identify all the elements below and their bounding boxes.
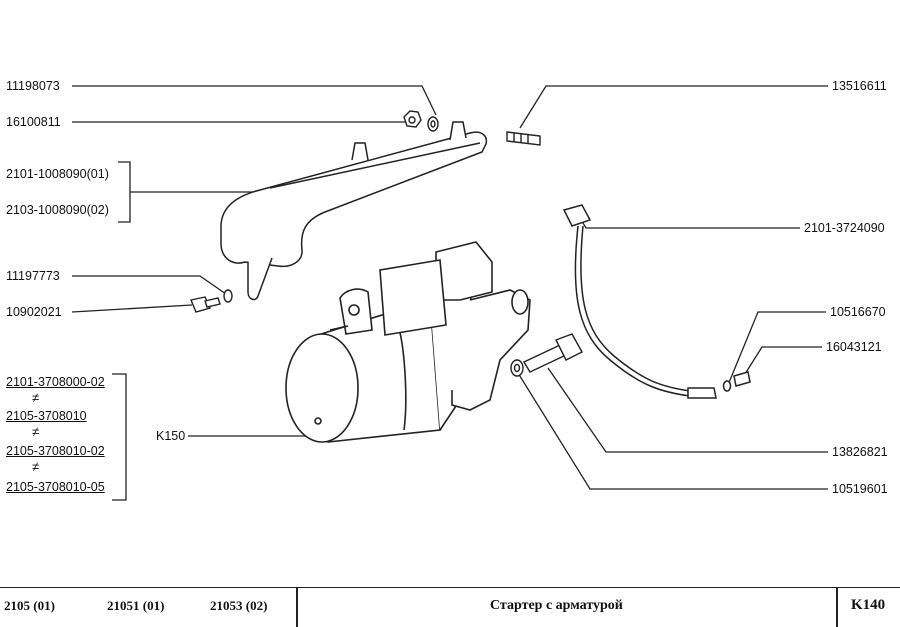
- footer-model-3: 21053 (02): [210, 598, 268, 613]
- label-10516670: 10516670: [830, 305, 886, 319]
- label-16100811: 16100811: [6, 115, 61, 129]
- footer-code: K140: [851, 597, 886, 613]
- leader-13516611: [519, 85, 828, 129]
- label-16043121: 16043121: [826, 340, 882, 354]
- page-footer: 2105 (01) 21051 (01) 21053 (02) Стартер …: [0, 587, 900, 627]
- leader-11197773: [72, 275, 227, 295]
- label-11198073: 11198073: [6, 79, 60, 93]
- ground-cable: [562, 204, 751, 399]
- leader-10902021: [71, 304, 193, 313]
- leader-16043121: [744, 346, 822, 375]
- leader-10519601: [517, 372, 828, 490]
- stud: [506, 131, 541, 146]
- label-11197773: 11197773: [6, 269, 60, 283]
- label-starter-variant-2: 2105-3708010: [6, 409, 87, 423]
- label-k150: K150: [156, 429, 186, 443]
- bracket-starter: [112, 373, 127, 501]
- footer-model-1: 2105 (01): [4, 598, 55, 613]
- leader-11198073: [72, 85, 437, 116]
- footer-divider: [836, 588, 838, 627]
- mounting-bolt: [510, 333, 583, 377]
- not-interchangeable-sign: ≠: [32, 459, 40, 474]
- label-starter-variant-1: 2101-3708000-02: [6, 375, 105, 389]
- label-2101-3724090: 2101-3724090: [804, 221, 885, 235]
- starter-assembly-diagram: [71, 85, 828, 501]
- leader-2101-3724090: [579, 217, 800, 229]
- footer-divider: [296, 588, 298, 627]
- leader-13826821: [547, 367, 828, 453]
- bracket-housing: [118, 161, 131, 223]
- heat-shield: [220, 121, 488, 301]
- bolt-and-washer: [190, 289, 233, 313]
- label-10902021: 10902021: [6, 305, 62, 319]
- label-13516611: 13516611: [832, 79, 887, 93]
- not-interchangeable-sign: ≠: [32, 424, 40, 439]
- label-starter-variant-4: 2105-3708010-05: [6, 480, 105, 494]
- nut-and-washer: [403, 110, 439, 132]
- not-interchangeable-sign: ≠: [32, 390, 40, 405]
- leader-10516670: [727, 311, 826, 386]
- footer-title: Стартер с арматурой: [490, 598, 623, 613]
- label-2101-1008090: 2101-1008090(01): [6, 167, 109, 181]
- footer-model-2: 21051 (01): [107, 598, 165, 613]
- label-starter-variant-3: 2105-3708010-02: [6, 444, 105, 458]
- label-2103-1008090: 2103-1008090(02): [6, 203, 109, 217]
- label-10519601: 10519601: [832, 482, 888, 496]
- label-13826821: 13826821: [832, 445, 888, 459]
- starter-motor: [285, 241, 531, 443]
